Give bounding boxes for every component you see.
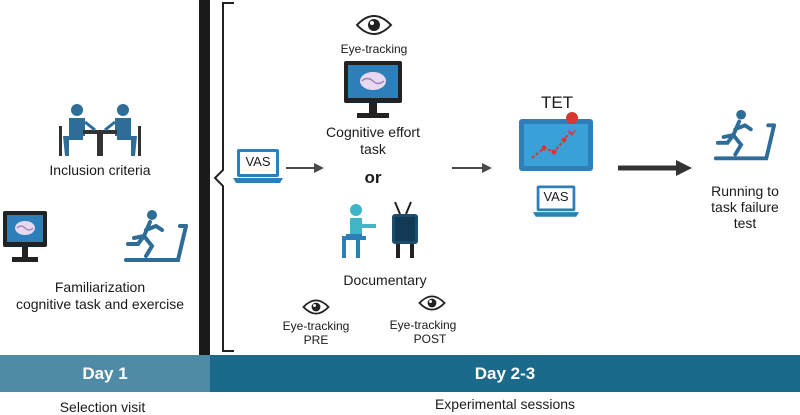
vas-label-2: VAS bbox=[543, 189, 569, 204]
running-label-line1: Running to bbox=[711, 183, 779, 199]
familiarization-label-line2: cognitive task and exercise bbox=[15, 296, 185, 312]
running-label-line2: task failure bbox=[711, 199, 779, 215]
divider-bar bbox=[199, 0, 210, 356]
inclusion-criteria-label: Inclusion criteria bbox=[49, 162, 151, 178]
eye-tracking-top-label: Eye-tracking bbox=[340, 42, 408, 56]
vas-label: VAS bbox=[245, 154, 271, 169]
eye-icon-post bbox=[418, 295, 446, 311]
laptop-vas-icon-2 bbox=[533, 185, 579, 217]
day23-bar bbox=[210, 355, 800, 392]
tet-screen-icon bbox=[519, 112, 593, 171]
tet-label: TET bbox=[540, 93, 574, 112]
arrow-2 bbox=[452, 163, 492, 173]
cognitive-task-label-line1: Cognitive effort bbox=[326, 124, 420, 140]
arrow-3 bbox=[618, 160, 692, 176]
documentary-label: Documentary bbox=[343, 272, 427, 288]
treadmill-runner-icon-2 bbox=[713, 109, 776, 161]
day1-caption: Selection visit bbox=[59, 399, 146, 415]
eye-tracking-post-label-line1: Eye-tracking bbox=[389, 318, 457, 332]
or-label: or bbox=[364, 168, 382, 187]
bracket bbox=[213, 2, 234, 352]
meeting-icon bbox=[59, 104, 141, 156]
laptop-vas-icon bbox=[233, 149, 283, 183]
arrow-1 bbox=[286, 163, 324, 173]
day1-label: Day 1 bbox=[82, 364, 128, 383]
day1-bar bbox=[0, 355, 210, 392]
eye-icon-pre bbox=[302, 299, 330, 315]
day23-label: Day 2-3 bbox=[474, 364, 536, 383]
eye-tracking-pre-label-line1: Eye-tracking bbox=[282, 319, 350, 333]
cognitive-task-label-line2: task bbox=[360, 141, 386, 157]
eye-icon bbox=[355, 15, 393, 35]
person-watching-tv-icon bbox=[342, 201, 418, 258]
treadmill-runner-icon bbox=[124, 210, 188, 262]
day23-caption: Experimental sessions bbox=[434, 396, 576, 412]
eye-tracking-post-label-line2: POST bbox=[413, 332, 447, 346]
running-label-line3: test bbox=[733, 215, 757, 231]
cognitive-monitor-icon bbox=[344, 61, 402, 118]
familiarization-label-line1: Familiarization bbox=[54, 279, 146, 295]
monitor-brain-icon bbox=[3, 211, 47, 262]
eye-tracking-pre-label-line2: PRE bbox=[303, 333, 329, 347]
